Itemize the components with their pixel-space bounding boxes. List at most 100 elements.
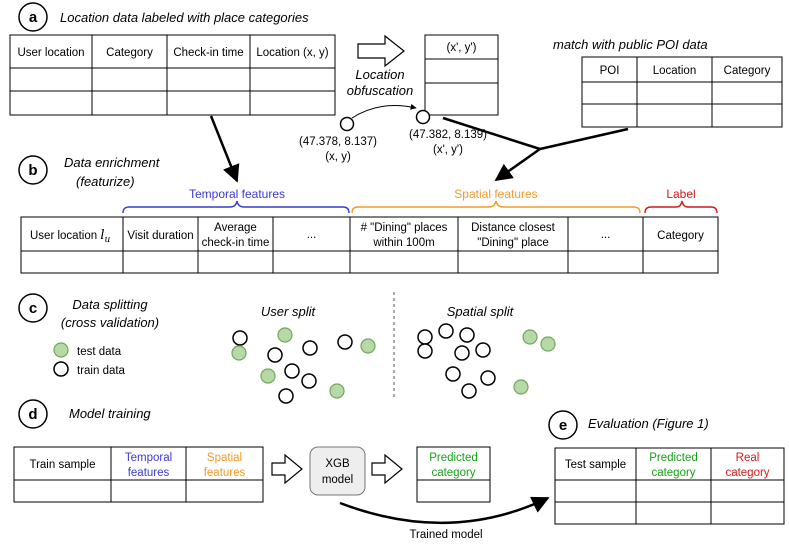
header-ellipsis-temporal: ... bbox=[307, 229, 317, 241]
xgb-model-label-1: XGB bbox=[325, 458, 350, 470]
feature-table: User location lu Visit duration Average … bbox=[20, 216, 719, 274]
label-brace bbox=[644, 200, 718, 214]
header-user-location: User location bbox=[17, 47, 84, 59]
poi-header-category: Category bbox=[724, 65, 771, 77]
panel-a-title: Location data labeled with place categor… bbox=[60, 10, 309, 25]
original-point bbox=[339, 116, 355, 132]
panel-e-letter: e bbox=[559, 417, 567, 434]
xgb-model-box bbox=[309, 446, 366, 496]
train-header-spatial-1: Spatial bbox=[207, 452, 242, 464]
train-point bbox=[267, 347, 283, 363]
panel-b-title-2: (featurize) bbox=[76, 174, 135, 189]
header-user-location-lu: User location lu bbox=[30, 228, 111, 245]
legend-train-label: train data bbox=[77, 365, 126, 377]
panel-d: d Model training Train sample Temporal f… bbox=[13, 399, 550, 541]
panel-a-letter: a bbox=[29, 9, 38, 26]
location-table: User location Category Check-in time Loc… bbox=[9, 34, 336, 116]
eval-header-real-2: category bbox=[725, 467, 769, 479]
prediction-table: Predicted category bbox=[416, 446, 491, 503]
spatial-features-label: Spatial features bbox=[454, 187, 537, 201]
test-point bbox=[540, 336, 556, 352]
header-distance-1: Distance closest bbox=[471, 222, 556, 234]
pred-header-2: category bbox=[431, 467, 475, 479]
panel-d-badge bbox=[18, 399, 48, 429]
panel-c-letter: c bbox=[29, 300, 37, 317]
train-point bbox=[475, 342, 491, 358]
train-point bbox=[302, 340, 318, 356]
train-point bbox=[454, 345, 470, 361]
panel-a: a Location data labeled with place categ… bbox=[9, 2, 783, 183]
obfuscation-label-1: Location bbox=[355, 67, 404, 82]
panel-c: c Data splitting (cross validation) test… bbox=[18, 292, 556, 404]
poi-table: POI Location Category bbox=[581, 56, 783, 128]
header-category-label: Category bbox=[657, 230, 704, 242]
poi-header-poi: POI bbox=[600, 65, 620, 77]
spatial-split-points bbox=[417, 323, 556, 399]
train-point bbox=[284, 363, 300, 379]
panel-b-title-1: Data enrichment bbox=[64, 155, 161, 170]
train-header-temporal-1: Temporal bbox=[125, 452, 172, 464]
orig-coord-label: (x, y) bbox=[325, 151, 351, 163]
panel-b: b Data enrichment (featurize) Temporal f… bbox=[18, 155, 719, 274]
train-point bbox=[337, 334, 353, 350]
test-point bbox=[513, 379, 529, 395]
legend-train-marker bbox=[53, 361, 69, 377]
train-header-sample: Train sample bbox=[29, 459, 95, 471]
header-location-xy: Location (x, y) bbox=[256, 47, 328, 59]
panel-a-badge bbox=[18, 2, 48, 32]
spatial-split-title: Spatial split bbox=[447, 304, 515, 319]
eval-header-test-sample: Test sample bbox=[565, 459, 626, 471]
orig-coord: (47.378, 8.137) bbox=[299, 136, 377, 148]
header-distance-2: "Dining" place bbox=[477, 237, 548, 249]
header-category: Category bbox=[106, 47, 153, 59]
panel-e-title: Evaluation (Figure 1) bbox=[588, 416, 709, 431]
panel-c-badge bbox=[18, 293, 48, 323]
pred-header-1: Predicted bbox=[429, 452, 478, 464]
panel-e: e Evaluation (Figure 1) Test sample Pred… bbox=[548, 410, 785, 525]
train-header-temporal-2: features bbox=[128, 467, 170, 479]
train-point bbox=[438, 323, 454, 339]
test-point bbox=[231, 345, 247, 361]
new-coord-label: (x', y') bbox=[433, 144, 463, 156]
train-point bbox=[459, 327, 475, 343]
trained-model-label: Trained model bbox=[409, 529, 482, 541]
panel-c-title-1: Data splitting bbox=[72, 297, 148, 312]
train-point bbox=[461, 383, 477, 399]
arrow-table-to-features bbox=[209, 115, 240, 183]
obfuscation-label-2: obfuscation bbox=[347, 83, 414, 98]
header-visit-duration: Visit duration bbox=[127, 230, 193, 242]
obfuscation-arrow bbox=[357, 34, 405, 68]
train-point bbox=[480, 370, 496, 386]
legend-test-marker bbox=[53, 342, 69, 358]
train-header-spatial-2: features bbox=[204, 467, 246, 479]
header-dining-places-2: within 100m bbox=[372, 237, 434, 249]
header-check-in-time: Check-in time bbox=[173, 47, 243, 59]
panel-d-title: Model training bbox=[69, 406, 151, 421]
panel-b-letter: b bbox=[28, 162, 37, 179]
panel-c-title-2: (cross validation) bbox=[61, 315, 159, 330]
obfuscated-point bbox=[415, 109, 431, 125]
temporal-brace bbox=[122, 200, 350, 214]
header-avg-checkin-2: check-in time bbox=[202, 237, 270, 249]
eval-header-real-1: Real bbox=[736, 452, 760, 464]
train-point bbox=[417, 329, 433, 345]
poi-header-location: Location bbox=[653, 65, 696, 77]
new-coord: (47.382, 8.139) bbox=[409, 129, 487, 141]
test-point bbox=[277, 327, 293, 343]
train-point bbox=[278, 388, 294, 404]
test-point bbox=[329, 383, 345, 399]
arrow-poi-merge bbox=[539, 127, 629, 151]
label-label: Label bbox=[666, 187, 695, 201]
arrow-obf-merge bbox=[442, 116, 541, 151]
panel-d-letter: d bbox=[28, 406, 37, 423]
spatial-brace bbox=[351, 200, 641, 214]
train-point bbox=[232, 330, 248, 346]
eval-header-predicted-2: category bbox=[651, 467, 695, 479]
eval-header-predicted-1: Predicted bbox=[649, 452, 698, 464]
panel-b-badge bbox=[18, 155, 48, 185]
test-point bbox=[360, 338, 376, 354]
hollow-arrow-to-model bbox=[271, 453, 303, 485]
header-ellipsis-spatial: ... bbox=[601, 229, 611, 241]
